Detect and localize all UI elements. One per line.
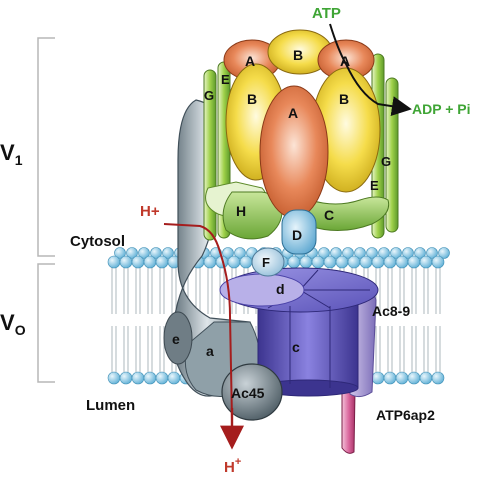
label-subunit-d: d bbox=[276, 281, 285, 297]
label-subunit-B-left: B bbox=[247, 91, 257, 107]
lipid-head bbox=[119, 255, 133, 269]
lipid-head bbox=[227, 255, 241, 269]
lipid-head bbox=[143, 255, 157, 269]
label-subunit-e: e bbox=[172, 331, 180, 347]
lipid-head bbox=[378, 247, 390, 259]
lipid-head bbox=[431, 255, 445, 269]
label-atp: ATP bbox=[312, 5, 341, 22]
lipid-head bbox=[371, 371, 385, 385]
lipid-head bbox=[383, 371, 397, 385]
lipid-head bbox=[311, 255, 325, 269]
lipid-head bbox=[287, 255, 301, 269]
label-subunit-E-right: E bbox=[370, 178, 379, 193]
label-subunit-D: D bbox=[292, 227, 302, 243]
lipid-head bbox=[119, 371, 133, 385]
lipid-head bbox=[414, 247, 426, 259]
label-subunit-C: C bbox=[324, 207, 334, 223]
lipid-head bbox=[318, 247, 330, 259]
lipid-head bbox=[239, 255, 253, 269]
lipid-head bbox=[323, 255, 337, 269]
label-subunit-G-right: G bbox=[381, 154, 391, 169]
label-subunit-G-left: G bbox=[204, 88, 214, 103]
central-stalk bbox=[251, 209, 317, 277]
lipid-head bbox=[167, 371, 181, 385]
label-subunit-A-right: A bbox=[340, 53, 350, 69]
label-ac45: Ac45 bbox=[231, 385, 265, 401]
label-proton-in: H+ bbox=[140, 203, 160, 220]
lipid-head bbox=[335, 255, 349, 269]
lipid-head bbox=[138, 247, 150, 259]
label-vo: VO bbox=[0, 310, 26, 338]
lipid-head bbox=[150, 247, 162, 259]
subunit-e bbox=[163, 311, 193, 365]
lipid-head bbox=[234, 247, 246, 259]
lipid-head bbox=[366, 247, 378, 259]
lipid-head bbox=[419, 371, 433, 385]
lipid-head bbox=[342, 247, 354, 259]
label-v1: V1 bbox=[0, 140, 23, 168]
label-subunit-A-center: A bbox=[288, 105, 298, 121]
label-subunit-A-left: A bbox=[245, 53, 255, 69]
hydrolysis-arrow bbox=[329, 23, 412, 117]
lipid-head bbox=[107, 255, 121, 269]
lipid-head bbox=[395, 255, 409, 269]
lipid-head bbox=[407, 371, 421, 385]
label-lumen: Lumen bbox=[86, 397, 135, 414]
lipid-head bbox=[359, 255, 373, 269]
lipid-head bbox=[330, 247, 342, 259]
lipid-head bbox=[222, 247, 234, 259]
lipid-head bbox=[438, 247, 450, 259]
label-ac8-9: Ac8-9 bbox=[372, 303, 410, 319]
lipid-head bbox=[383, 255, 397, 269]
lipid-head bbox=[371, 255, 385, 269]
label-cytosol: Cytosol bbox=[70, 233, 125, 250]
lipid-head bbox=[107, 371, 121, 385]
lipid-head bbox=[354, 247, 366, 259]
subunit-d-stalk bbox=[281, 209, 317, 255]
label-proton-out: H+ bbox=[224, 456, 241, 476]
lipid-head bbox=[347, 255, 361, 269]
lipid-head bbox=[407, 255, 421, 269]
lipid-head bbox=[299, 255, 313, 269]
label-subunit-H: H bbox=[236, 203, 246, 219]
lipid-head bbox=[155, 255, 169, 269]
label-adp-pi: ADP + Pi bbox=[412, 101, 471, 117]
lipid-head bbox=[126, 247, 138, 259]
lipid-head bbox=[155, 371, 169, 385]
label-subunit-c: c bbox=[292, 339, 300, 355]
subunit-f bbox=[251, 247, 285, 277]
lipid-head bbox=[426, 247, 438, 259]
v1-bracket bbox=[37, 37, 55, 257]
label-subunit-B-right: B bbox=[339, 91, 349, 107]
a3b3-hexamer bbox=[223, 29, 381, 219]
subunit-d bbox=[219, 273, 305, 307]
lipid-head bbox=[390, 247, 402, 259]
vo-bracket bbox=[37, 263, 55, 383]
label-subunit-B-top: B bbox=[293, 47, 303, 63]
proton-path bbox=[163, 223, 233, 421]
lipid-head bbox=[162, 247, 174, 259]
lipid-head bbox=[131, 255, 145, 269]
ac45-subunit bbox=[221, 363, 283, 421]
label-subunit-E-left: E bbox=[221, 72, 230, 87]
label-subunit-a: a bbox=[206, 343, 214, 359]
lipid-head bbox=[431, 371, 445, 385]
label-subunit-F: F bbox=[262, 255, 270, 270]
lipid-head bbox=[395, 371, 409, 385]
lipid-head bbox=[419, 255, 433, 269]
label-atp6ap2: ATP6ap2 bbox=[376, 407, 435, 423]
lipid-head bbox=[203, 255, 217, 269]
lipid-head bbox=[131, 371, 145, 385]
subunit-h bbox=[205, 181, 283, 240]
lipid-head bbox=[402, 247, 414, 259]
lipid-head bbox=[143, 371, 157, 385]
lipid-head bbox=[114, 247, 126, 259]
